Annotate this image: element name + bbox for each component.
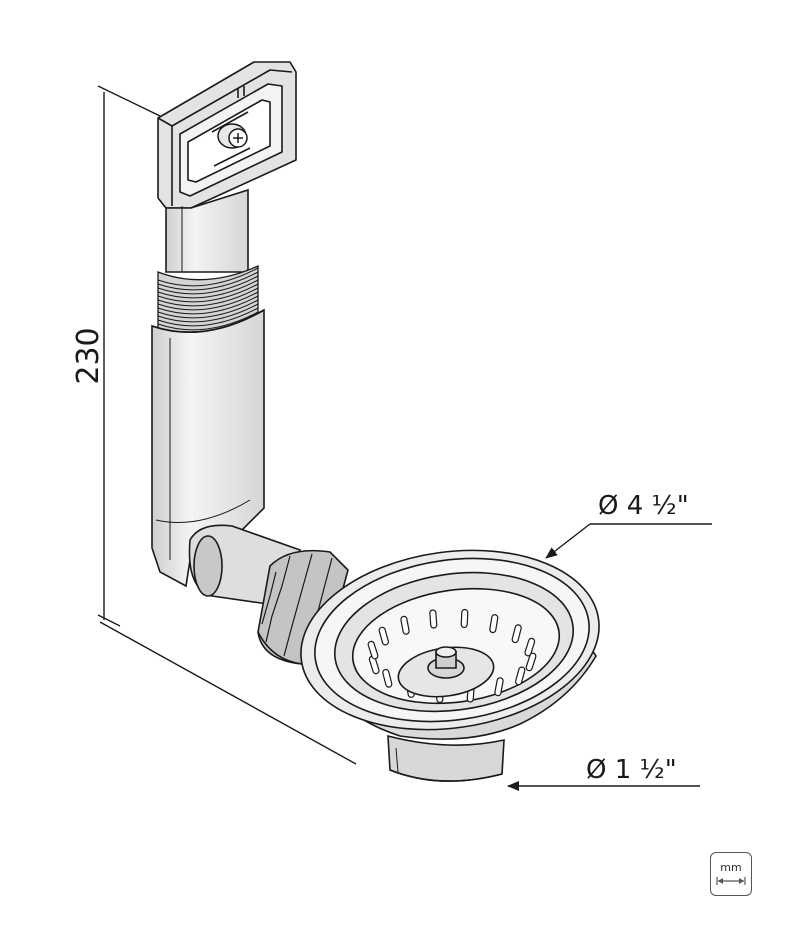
height-extension-top [97, 85, 161, 117]
coupling-thread [157, 291, 259, 311]
threaded-coupling [157, 264, 259, 337]
coupling-thread [157, 307, 259, 327]
coupling-thread [157, 295, 259, 315]
overflow-screw [217, 123, 248, 149]
strainer-slot [400, 615, 410, 635]
strainer-slot [460, 608, 469, 629]
basket-diameter-callout [545, 523, 712, 559]
sink-basket [300, 549, 600, 740]
strainer-slot [378, 626, 389, 646]
strainer-slot [382, 668, 393, 688]
coupling-thread [157, 279, 259, 299]
strainer-slot [429, 609, 438, 629]
strainer-slot [524, 637, 536, 657]
strainer-slot [525, 652, 537, 672]
height-dimension [97, 85, 161, 627]
height-extension-bottom [97, 614, 121, 627]
depth-dimension-line [99, 621, 357, 765]
strainer-slot [494, 677, 504, 697]
coupling-thread [157, 275, 259, 295]
main-vertical-pipe [151, 308, 265, 588]
outlet-diameter-label: Ø 1 ½" [586, 755, 677, 785]
unit-label: mm [720, 861, 742, 874]
coupling-thread [157, 283, 259, 303]
double-arrow-icon [716, 877, 746, 885]
height-label: 230 [71, 327, 106, 384]
strainer-slot [367, 640, 379, 660]
coupling-thread [157, 267, 259, 287]
coupling-thread [157, 299, 259, 319]
coupling-thread [157, 271, 259, 291]
upper-pipe [165, 188, 249, 273]
coupling-thread [157, 303, 259, 323]
strainer-slot [511, 624, 522, 644]
basket-diameter-label: Ø 4 ½" [598, 491, 689, 521]
strainer-slot [489, 614, 499, 634]
outlet-tail [387, 734, 505, 782]
unit-badge: mm [710, 852, 752, 896]
coupling-thread [157, 311, 259, 331]
coupling-thread [157, 287, 259, 307]
strainer-slot [515, 666, 526, 686]
